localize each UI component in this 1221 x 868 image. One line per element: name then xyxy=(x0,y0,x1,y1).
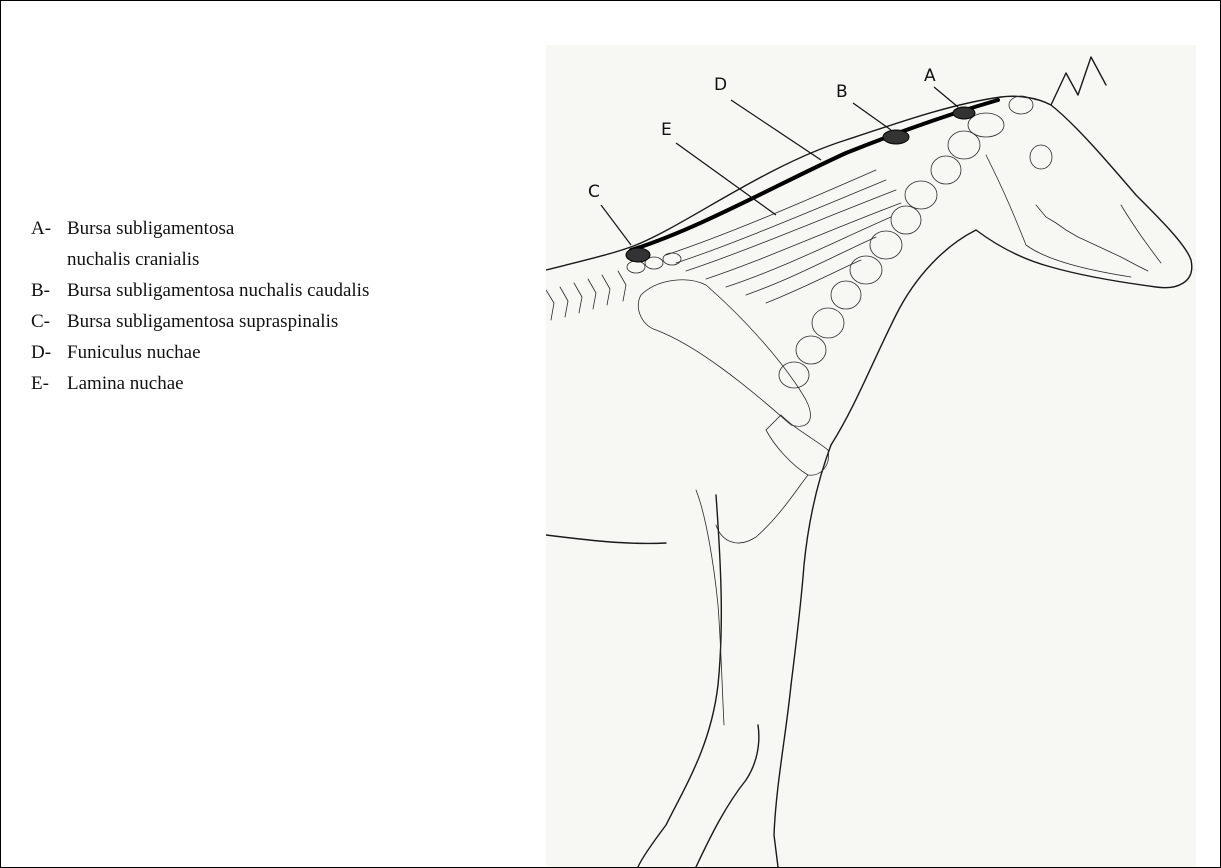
radius xyxy=(716,475,808,543)
cannon-bone xyxy=(696,490,724,725)
legend-item-c: C- Bursa subligamentosa supraspinalis xyxy=(31,306,507,337)
leader-line-d xyxy=(731,100,821,160)
bursa-supraspinalis xyxy=(626,248,650,262)
legend-key: E- xyxy=(31,368,67,399)
body-belly xyxy=(546,535,666,543)
legend-item-d: D- Funiculus nuchae xyxy=(31,337,507,368)
leader-line-e xyxy=(676,143,776,215)
foreleg-front xyxy=(774,685,791,867)
scapula xyxy=(638,280,810,426)
funiculus-nuchae xyxy=(631,100,998,250)
leader-line-a xyxy=(934,87,958,107)
thoracic-vertebrae xyxy=(546,253,681,320)
legend: A- Bursa subligamentosa nuchalis cranial… xyxy=(31,213,507,399)
jaw-outline xyxy=(986,155,1131,277)
skull-foramen xyxy=(1030,145,1052,169)
drawing-label-e: E xyxy=(661,120,672,140)
leader-line-b xyxy=(853,103,891,130)
eye-socket xyxy=(1009,96,1033,114)
legend-text: Bursa subligamentosa supraspinalis xyxy=(67,306,507,337)
bursa-caudalis xyxy=(883,130,909,144)
bursa-cranialis xyxy=(953,107,975,119)
drawing-label-b: B xyxy=(836,82,848,102)
drawing-label-c: C xyxy=(588,182,600,202)
ear-outline xyxy=(1051,57,1106,105)
legend-item-a: A- Bursa subligamentosa nuchalis cranial… xyxy=(31,213,507,275)
leader-line-c xyxy=(601,205,631,245)
legend-text: Bursa subligamentosa nuchalis cranialis xyxy=(67,213,297,275)
legend-key: A- xyxy=(31,213,67,275)
teeth-row xyxy=(1036,205,1148,271)
legend-item-e: E- Lamina nuchae xyxy=(31,368,507,399)
legend-text: Lamina nuchae xyxy=(67,368,507,399)
horse-anatomy-drawing: D B A E C xyxy=(546,45,1196,867)
drawing-label-d: D xyxy=(714,75,727,95)
hoof-outline xyxy=(696,725,759,867)
legend-key: B- xyxy=(31,275,67,306)
drawing-label-a: A xyxy=(924,66,936,86)
foreleg-back xyxy=(638,495,721,867)
head-outline xyxy=(976,96,1192,287)
legend-text: Funiculus nuchae xyxy=(67,337,507,368)
chest-outline xyxy=(791,445,831,685)
humerus xyxy=(766,415,829,475)
legend-key: D- xyxy=(31,337,67,368)
topline-outline xyxy=(546,97,1001,270)
legend-key: C- xyxy=(31,306,67,337)
legend-item-b: B- Bursa subligamentosa nuchalis caudali… xyxy=(31,275,507,306)
horse-drawing-panel: D B A E C xyxy=(546,45,1196,867)
legend-text: Bursa subligamentosa nuchalis caudalis xyxy=(67,275,507,306)
